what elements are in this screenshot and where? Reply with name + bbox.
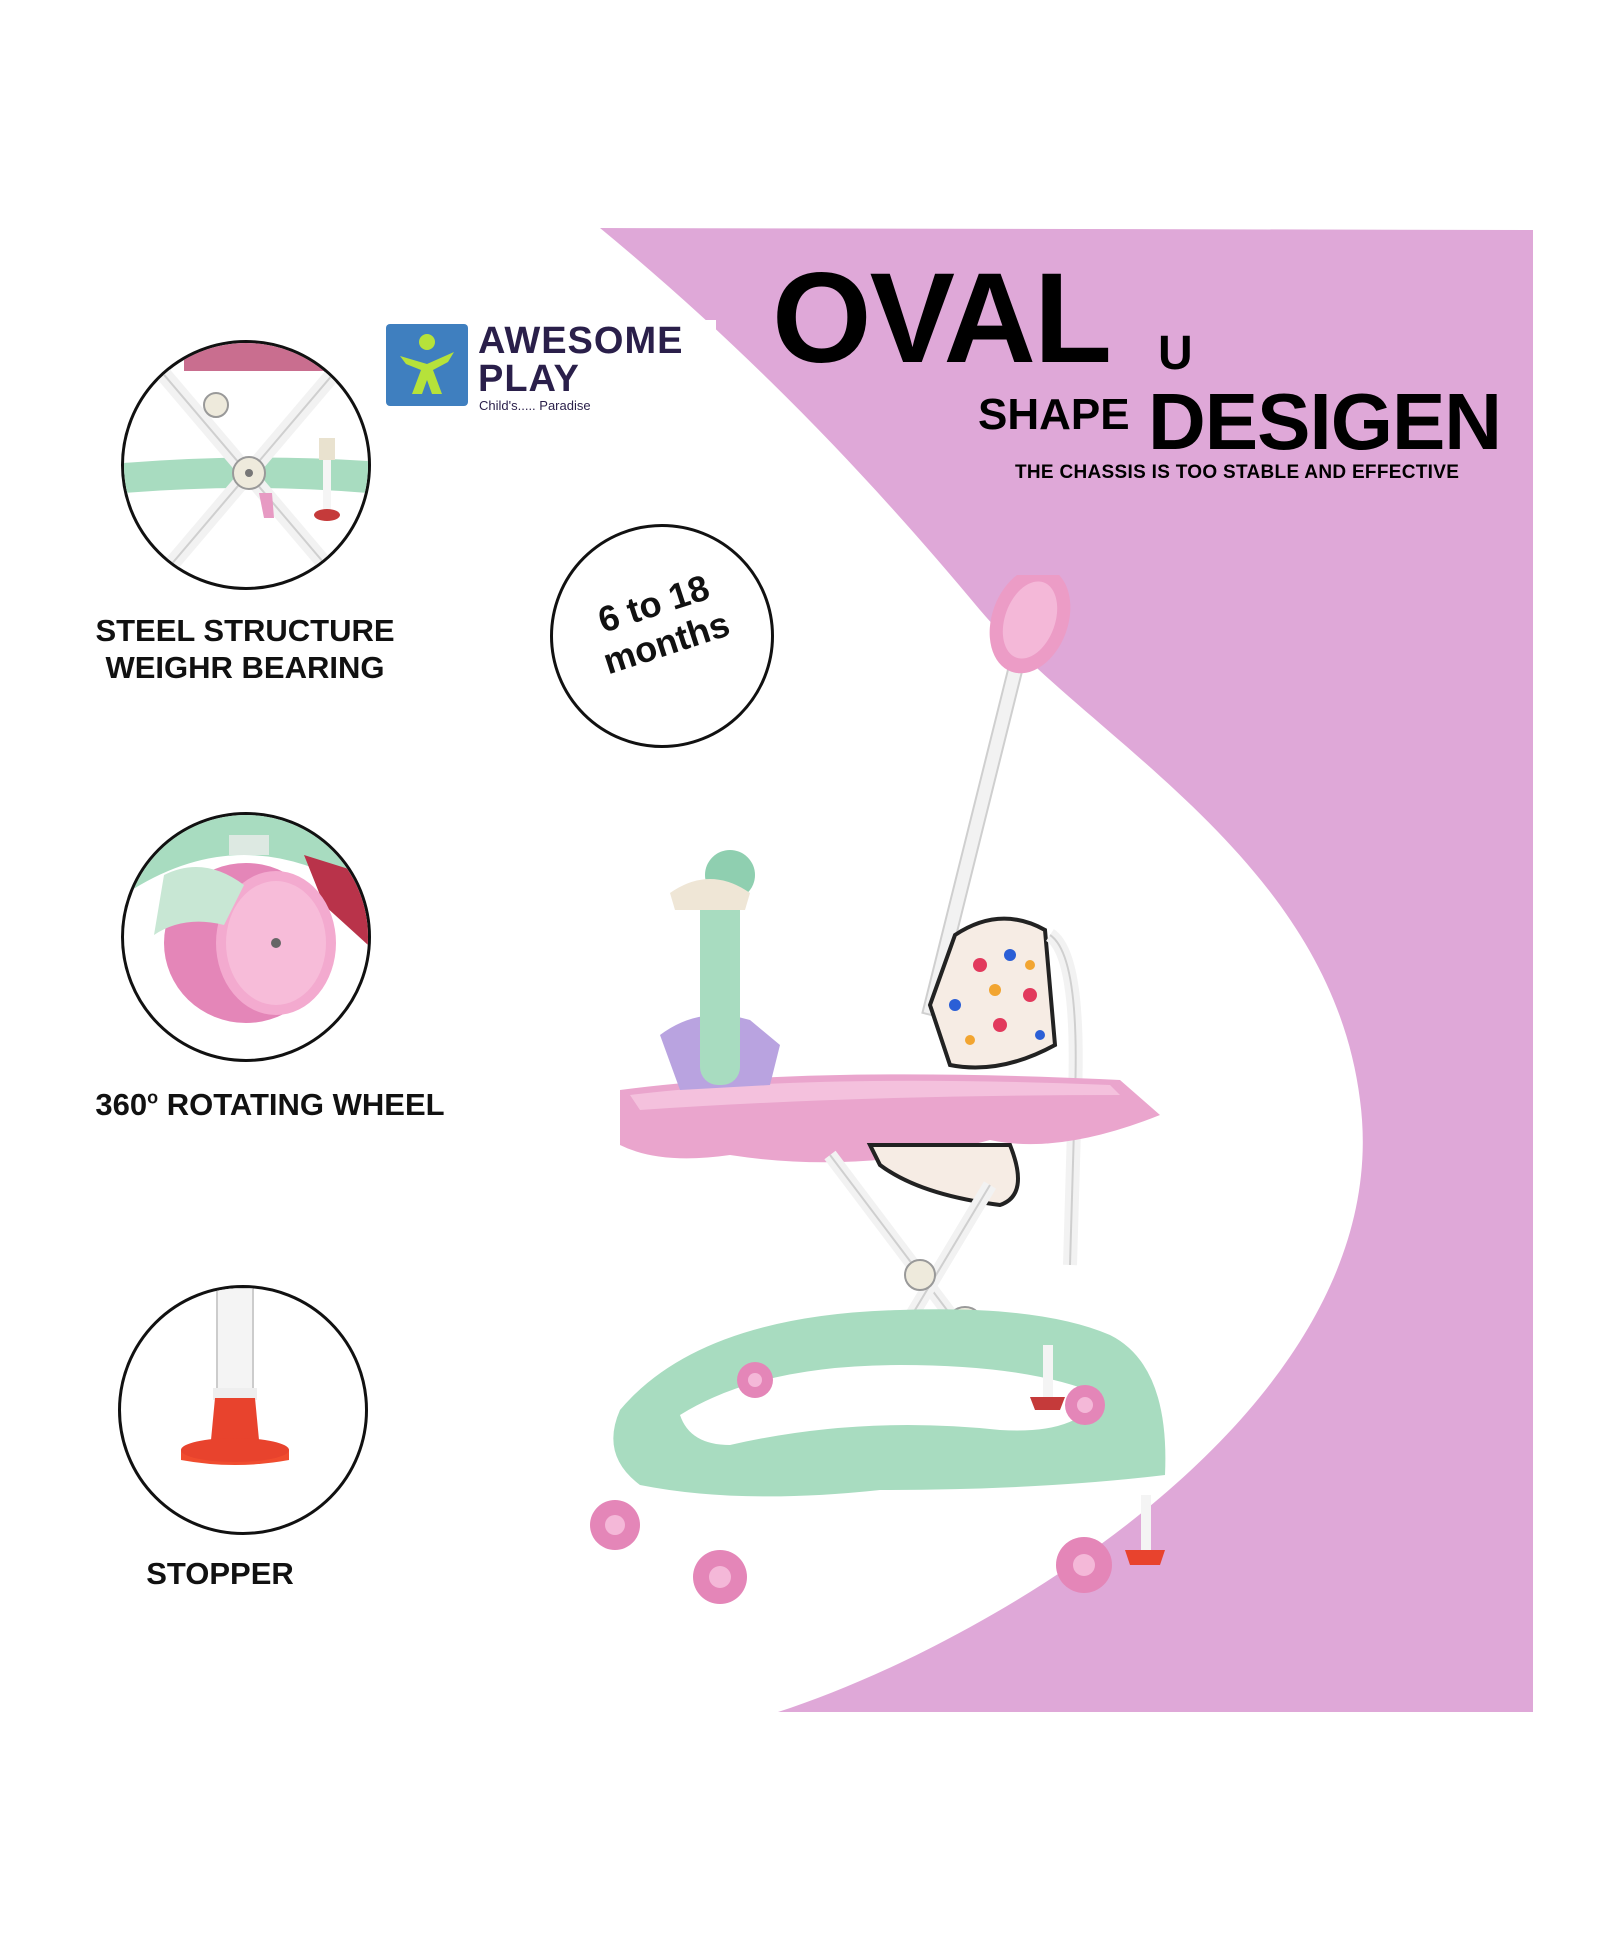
headline-oval: OVAL [772,247,1112,390]
feature-stopper-label: STOPPER [146,1556,294,1591]
headline-desigen: DESIGEN [1148,377,1502,466]
feature-rotating-wheel-label: 360o ROTATING WHEEL [80,1086,460,1123]
wheel-icon [124,815,368,1023]
steel-frame-icon [124,343,368,579]
brand-tagline: Child's..... Paradise [479,398,591,413]
feature-wheel-text: ROTATING WHEEL [158,1087,445,1122]
child-figure-icon [386,324,468,406]
headline-u: U [1158,327,1193,380]
baby-walker-image [590,575,1166,1604]
brand-name-line2: PLAY [478,358,580,400]
feature-steel-structure-image [121,340,371,590]
feature-stopper-image [118,1285,368,1535]
brand-logo-block: AWESOME PLAY Child's..... Paradise [386,320,716,413]
feature-rotating-wheel-image [121,812,371,1062]
age-badge: 6 to 18 months [550,524,774,748]
feature-wheel-degrees: 360 [95,1087,148,1122]
feature-steel-line2: WEIGHR BEARING [105,650,385,686]
feature-steel-structure-label: STEEL STRUCTURE WEIGHR BEARING [95,612,395,686]
headline-subtitle: THE CHASSIS IS TOO STABLE AND EFFECTIVE [1015,462,1460,483]
feature-wheel-degree-symbol: o [147,1087,159,1108]
walker-wheels [590,1362,1112,1604]
feature-steel-line1: STEEL STRUCTURE [95,613,395,648]
brand-name-line1: AWESOME [478,320,684,362]
stopper-icon [181,1288,289,1465]
headline-shape: SHAPE [978,390,1130,439]
